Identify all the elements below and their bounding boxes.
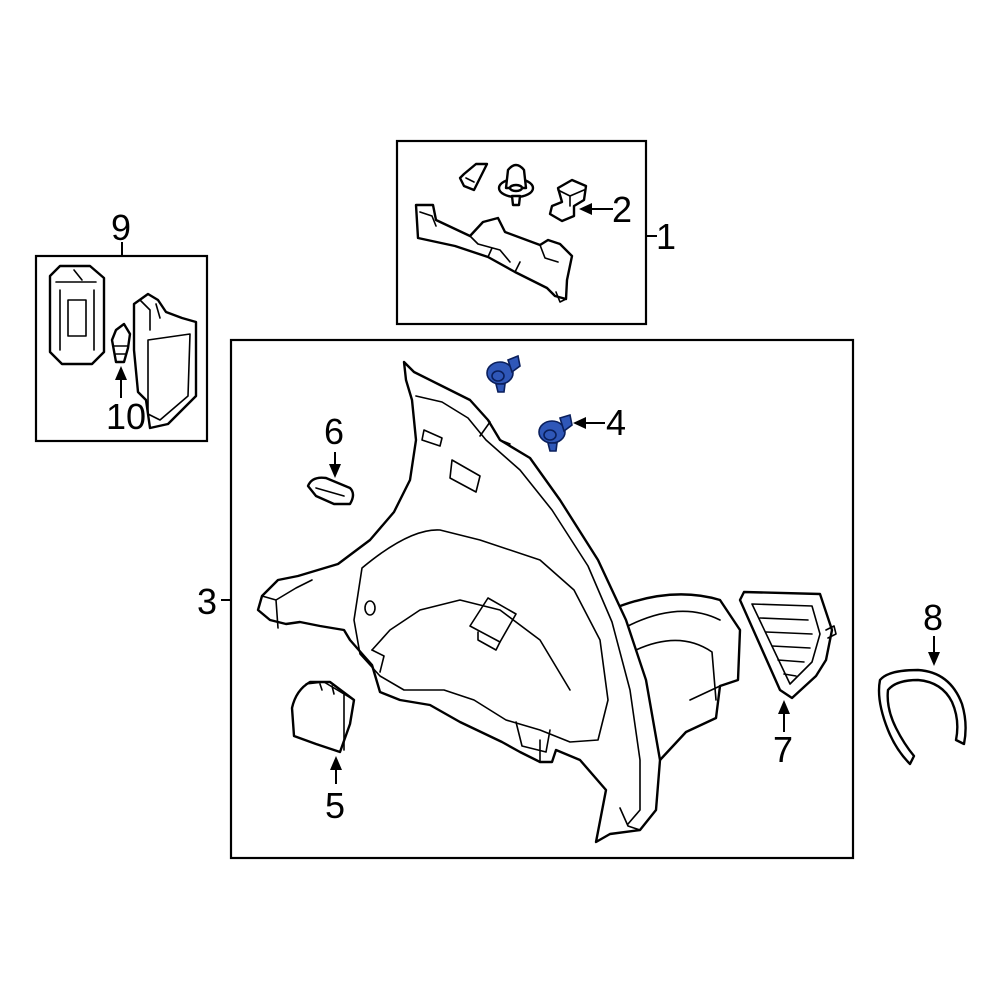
callout-6: 6 [324,411,344,452]
callout-5: 5 [325,785,345,826]
arrowhead-10 [115,366,127,380]
callout-10: 10 [106,396,146,437]
bolt-lower [538,413,573,452]
arrowhead-5 [330,756,342,770]
lamp-lens [132,292,198,430]
small-clip [458,162,489,192]
callout-1: 1 [656,216,676,257]
trim-ring [877,668,967,766]
callout-4: 4 [606,402,626,443]
retainer-clip-2 [548,178,588,223]
lamp-housing [48,264,106,366]
quarter-trim-panel [256,360,742,844]
arrowhead-2 [579,203,592,215]
trim-bracket [414,203,574,303]
kit-box-1 [395,139,648,326]
access-cover [290,680,356,754]
arrowhead-7 [778,700,790,714]
arrowhead-4 [573,417,586,429]
callout-8: 8 [923,597,943,638]
callout-3: 3 [197,581,217,622]
arrowhead-8 [928,652,940,666]
callout-7: 7 [773,729,793,770]
push-rivet [497,163,535,207]
callout-9: 9 [111,207,131,248]
lamp-bulb [110,322,132,364]
callout-2: 2 [612,189,632,230]
vent-grille [738,590,837,700]
bolt-upper [486,354,521,393]
trim-plug [306,476,355,506]
arrowhead-6 [329,464,341,478]
